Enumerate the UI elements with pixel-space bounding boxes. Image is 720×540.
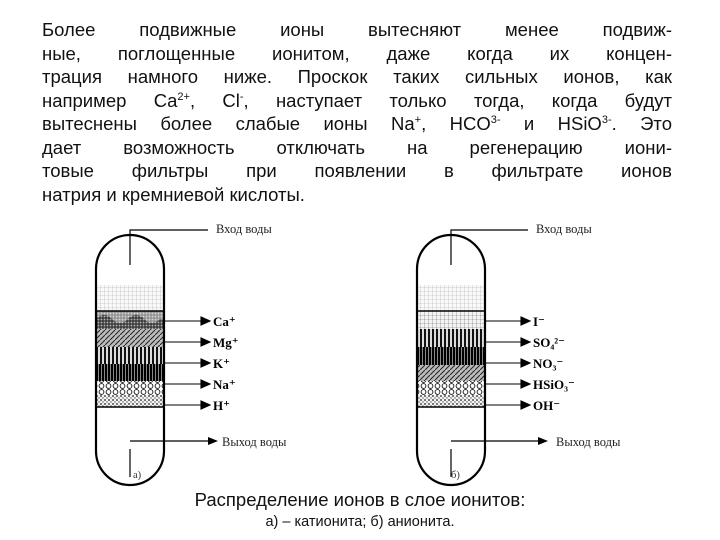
description-paragraph: Более подвижные ионы вытесняют менее под… bbox=[42, 18, 672, 206]
ion-label: SO₄²⁻ bbox=[533, 335, 565, 350]
superscript: 3- bbox=[601, 114, 612, 126]
paragraph-line: Более подвижные ионы вытесняют менее под… bbox=[42, 19, 672, 40]
inlet-label-b: Вход воды bbox=[536, 222, 592, 236]
text-run: , наступает только тогда, когда будут bbox=[243, 89, 673, 111]
text-run: . Это bbox=[611, 113, 672, 134]
arrow-icon bbox=[538, 437, 548, 445]
text-run: например Ca bbox=[42, 89, 178, 111]
ion-labels-b: I⁻ SO₄²⁻ NO₃⁻ HSiO₃⁻ OH⁻ bbox=[533, 314, 575, 413]
superscript: 3- bbox=[490, 114, 501, 126]
ion-exchange-diagram: Ca⁺ Mg⁺ K⁺ Na⁺ H⁺ Вход воды Выход воды а… bbox=[94, 222, 621, 487]
text-run: , Cl bbox=[189, 89, 240, 111]
ion-label: Ca⁺ bbox=[213, 314, 236, 329]
outlet-label-a: Выход воды bbox=[222, 435, 287, 449]
panel-label-b: б) bbox=[451, 470, 460, 481]
inlet-pipe-a bbox=[129, 229, 208, 265]
ion-label: Na⁺ bbox=[213, 377, 236, 392]
inlet-pipe-b bbox=[450, 229, 528, 265]
outlet-label-b: Выход воды bbox=[556, 435, 621, 449]
ion-label: H⁺ bbox=[213, 398, 230, 413]
column-a: Ca⁺ Mg⁺ K⁺ Na⁺ H⁺ Вход воды Выход воды а… bbox=[94, 222, 287, 487]
column-b: I⁻ SO₄²⁻ NO₃⁻ HSiO₃⁻ OH⁻ Вход воды Выход… bbox=[415, 222, 621, 487]
text-run: , HCO bbox=[421, 113, 491, 134]
ion-label: HSiO₃⁻ bbox=[533, 377, 575, 392]
arrow-icon bbox=[208, 437, 218, 445]
paragraph-line: ные, поглощенные ионитом, даже когда их … bbox=[42, 42, 672, 64]
superscript: + bbox=[414, 114, 422, 126]
ion-label: NO₃⁻ bbox=[533, 356, 563, 371]
ion-arrows-b bbox=[485, 316, 532, 410]
ion-label: Mg⁺ bbox=[213, 335, 239, 350]
paragraph-line: трация намного ниже. Проскок таких сильн… bbox=[42, 66, 672, 87]
paragraph-line: натрия и кремниевой кислоты. bbox=[42, 183, 305, 205]
ion-label: K⁺ bbox=[213, 356, 230, 371]
ion-labels-a: Ca⁺ Mg⁺ K⁺ Na⁺ H⁺ bbox=[213, 314, 239, 413]
text-run: вытеснены более слабые ионы Na bbox=[42, 113, 415, 134]
figure-caption: Распределение ионов в слое ионитов: bbox=[194, 489, 526, 510]
ion-label: I⁻ bbox=[533, 314, 545, 329]
paragraph-line: товые фильтры при появлении в фильтрате … bbox=[42, 160, 672, 181]
paragraph-line: вытеснены более слабые ионы Na+, HCO3- и… bbox=[42, 112, 672, 136]
superscript: 2+ bbox=[177, 90, 190, 103]
ion-arrows-a bbox=[164, 316, 212, 410]
panel-label-a: а) bbox=[133, 470, 142, 481]
paragraph-line: дает возможность отключать на регенераци… bbox=[42, 136, 672, 158]
inlet-label-a: Вход воды bbox=[216, 222, 272, 236]
text-run: и HSiO bbox=[500, 113, 602, 134]
figure-subcaption: а) – катионита; б) анионита. bbox=[265, 514, 455, 530]
ion-label: OH⁻ bbox=[533, 398, 560, 413]
paragraph-line: например Ca2+, Cl-, наступает только тог… bbox=[42, 89, 672, 113]
superscript: - bbox=[239, 90, 244, 103]
